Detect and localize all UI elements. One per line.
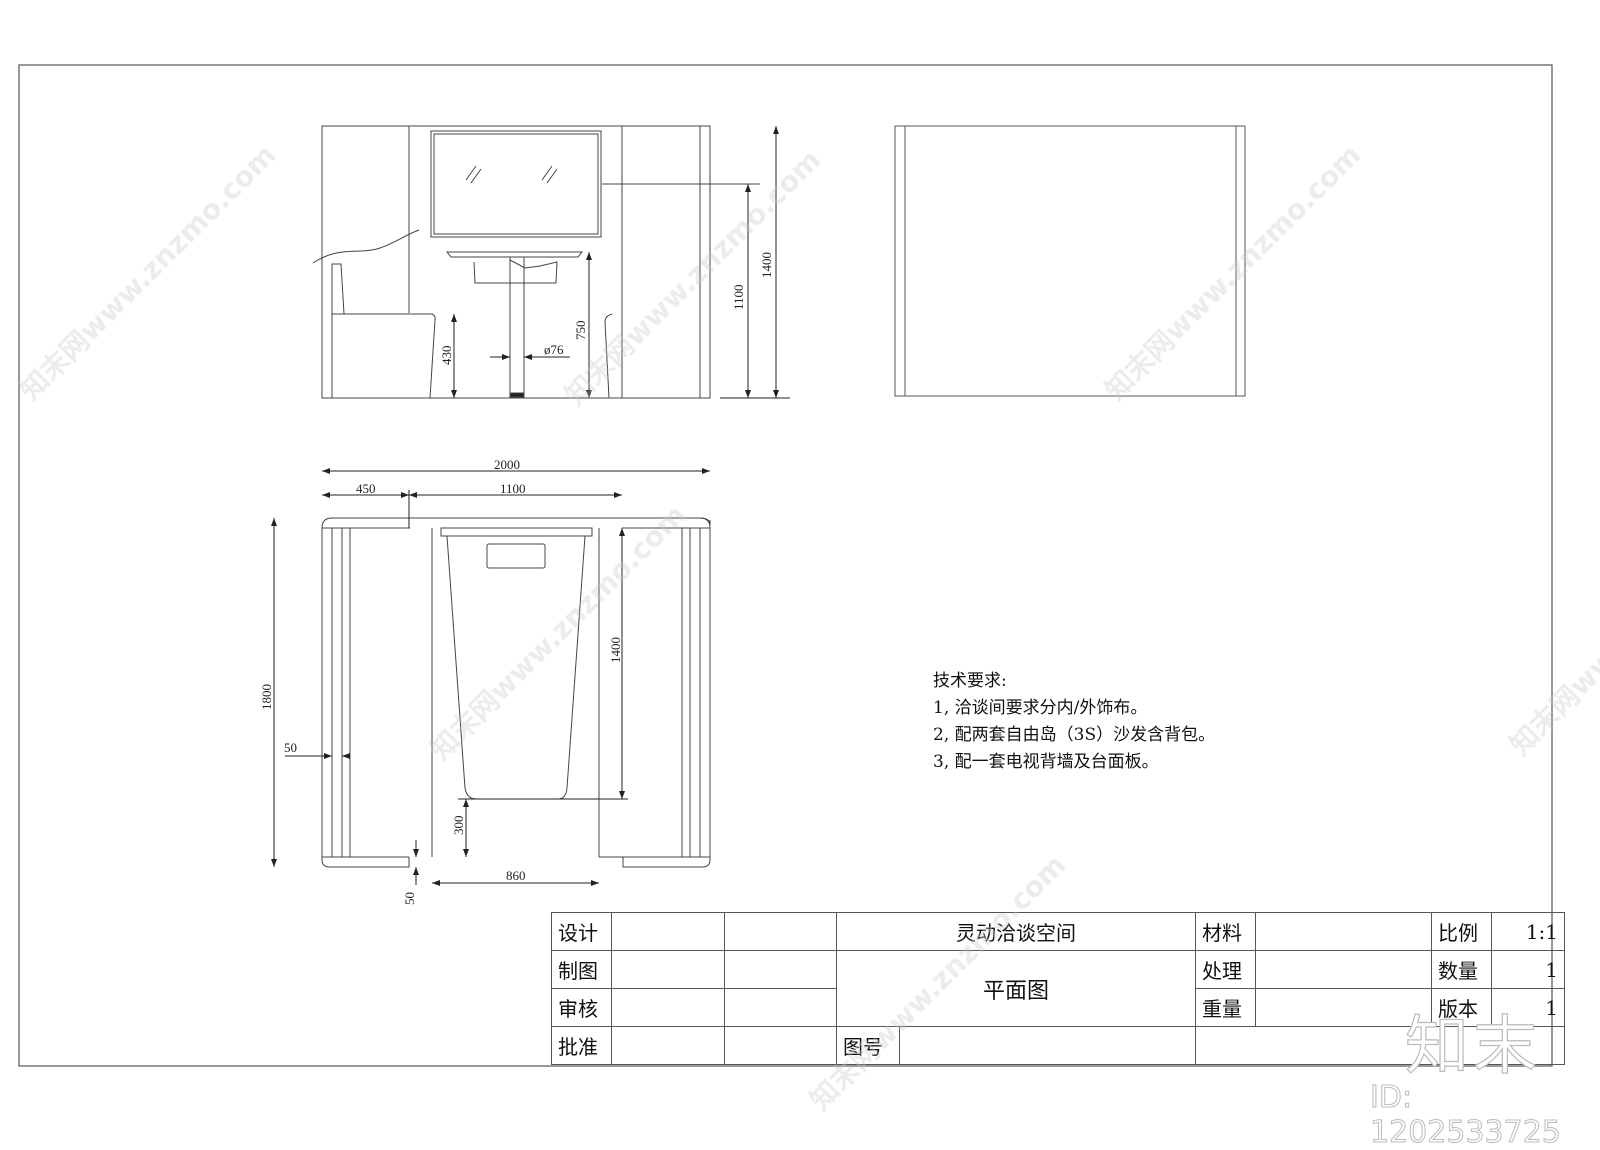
dim-total-width: 2000 <box>494 457 520 472</box>
design-date <box>724 912 837 951</box>
dim-wall-thickness: 50 <box>284 740 297 755</box>
project-name: 灵动洽谈空间 <box>836 912 1196 951</box>
technical-notes: 技术要求: 1, 洽谈间要求分内/外饰布。 2, 配两套自由岛（3S）沙发含背包… <box>933 668 1215 776</box>
approve-value <box>611 1026 725 1065</box>
title-block: 设计 灵动洽谈空间 材料 比例 1:1 制图 平面图 处理 数量 1 审核 重量… <box>551 912 1565 1065</box>
material-label: 材料 <box>1195 912 1256 951</box>
weight-value <box>1255 988 1432 1027</box>
scale-value: 1:1 <box>1491 912 1565 951</box>
note-item: 2, 配两套自由岛（3S）沙发含背包。 <box>933 725 1216 745</box>
dim-total-height: 1400 <box>759 252 774 278</box>
elevation-view <box>312 125 790 399</box>
scale-label: 比例 <box>1431 912 1492 951</box>
treatment-label: 处理 <box>1195 950 1256 989</box>
logo-watermark: 知末 <box>1404 1009 1541 1084</box>
dim-pole-diameter: ø76 <box>544 342 564 357</box>
id-watermark: ID: 1202533725 <box>1370 1080 1562 1150</box>
review-value <box>611 988 725 1027</box>
dim-tv-height: 1100 <box>731 284 746 310</box>
draft-label: 制图 <box>551 950 612 989</box>
approve-date <box>724 1026 837 1065</box>
dim-opening-width: 860 <box>506 868 526 883</box>
draft-value <box>611 950 725 989</box>
drawing-no-value <box>899 1026 1196 1065</box>
dim-clearance: 300 <box>451 816 466 836</box>
dim-table-span: 1100 <box>500 481 526 496</box>
note-item: 3, 配一套电视背墙及台面板。 <box>933 752 1159 772</box>
dim-table-length: 1400 <box>608 637 623 663</box>
dim-total-depth: 1800 <box>259 684 274 710</box>
draft-date <box>724 950 837 989</box>
review-label: 审核 <box>551 988 612 1027</box>
dim-seat-height: 430 <box>439 346 454 366</box>
drawing-name: 平面图 <box>836 950 1196 1027</box>
quantity-label: 数量 <box>1431 950 1492 989</box>
review-date <box>724 988 837 1027</box>
approve-label: 批准 <box>551 1026 612 1065</box>
plan-view <box>321 517 711 868</box>
dim-bottom-offset: 50 <box>402 892 417 905</box>
material-value <box>1255 912 1432 951</box>
weight-label: 重量 <box>1195 988 1256 1027</box>
quantity-value: 1 <box>1491 950 1565 989</box>
treatment-value <box>1255 950 1432 989</box>
note-item: 1, 洽谈间要求分内/外饰布。 <box>933 698 1148 718</box>
drawing-no-label: 图号 <box>836 1026 900 1065</box>
design-value <box>611 912 725 951</box>
design-label: 设计 <box>551 912 612 951</box>
blank-cell <box>1195 1026 1565 1065</box>
dim-seat-depth: 450 <box>356 481 376 496</box>
notes-title: 技术要求: <box>933 671 1007 691</box>
side-view <box>894 125 1246 397</box>
drawing-border <box>18 64 1553 1067</box>
dim-table-height: 750 <box>573 321 588 341</box>
